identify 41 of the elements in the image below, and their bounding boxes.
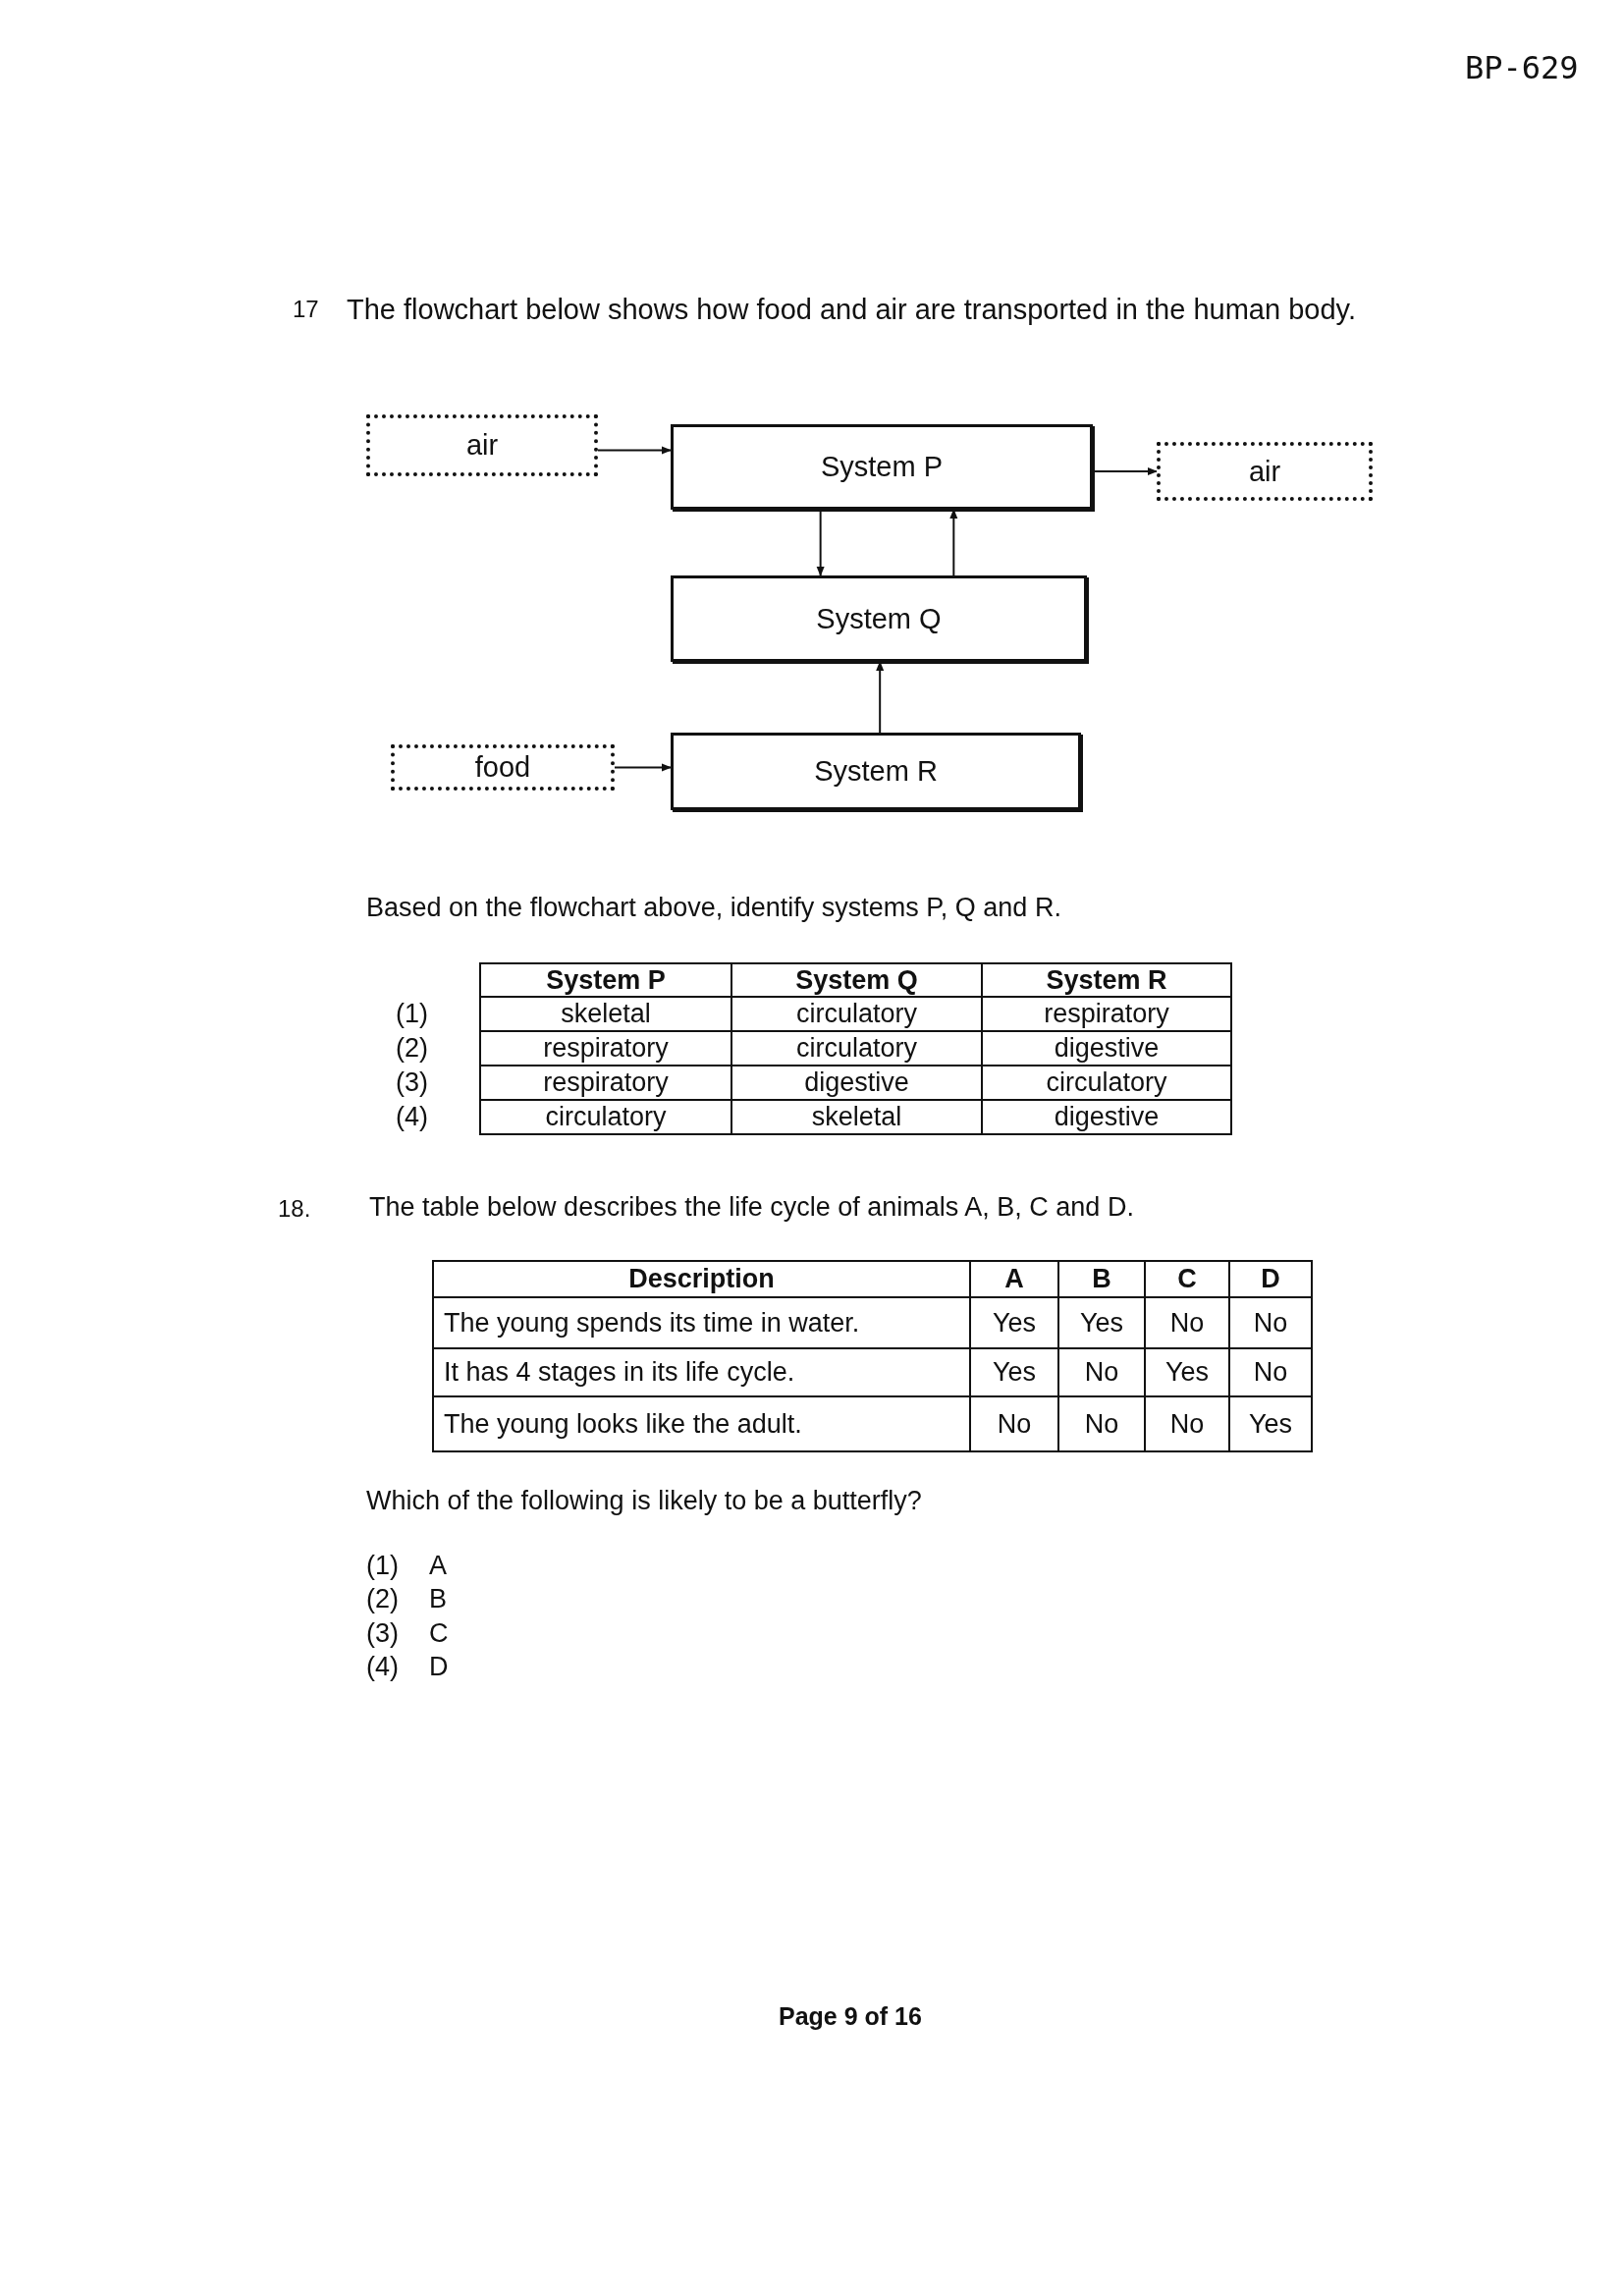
question-text: Which of the following is likely to be a butterfly? [366,1487,922,1516]
arrow [1092,467,1158,475]
system-box: System R [671,733,1081,810]
question-text: The table below describes the life cycle of animals A, B, C and D. [369,1193,1134,1223]
option-letter: C [429,1619,449,1649]
table-cell: Yes [1228,1395,1313,1452]
question-text: Based on the flowchart above, identify systems P, Q and R. [366,894,1061,923]
arrow [816,509,825,576]
arrow [597,446,672,455]
option-number: (2) [396,1034,428,1064]
arrow [876,661,885,734]
page-number: Page 9 of 16 [779,2003,922,2031]
option-letter: B [429,1585,447,1614]
option-number: (2) [366,1585,399,1614]
table-header-cell: System P [479,962,732,998]
page-code: BP-629 [1465,51,1579,86]
system-box: System Q [671,575,1087,662]
table-header-cell: Description [432,1260,971,1298]
system-box: System P [671,424,1093,510]
substance-box: food [391,744,615,791]
table-header-cell: D [1228,1260,1313,1298]
question-number: 18. [278,1196,311,1223]
question-text: The flowchart below shows how food and air are transported in the human body. [347,295,1356,326]
table-cell: The young looks like the adult. [432,1395,971,1452]
table-cell: circulatory [479,1099,732,1135]
table-cell: digestive [981,1099,1232,1135]
option-number: (3) [366,1619,399,1649]
arrow [614,763,672,772]
option-letter: D [429,1653,449,1682]
option-number: (4) [366,1653,399,1682]
table-header-cell: System Q [731,962,983,998]
arrow [949,509,958,576]
option-number: (1) [396,1000,428,1029]
substance-box: air [1157,442,1373,501]
table-header-cell: System R [981,962,1232,998]
option-number: (1) [366,1552,399,1581]
option-letter: A [429,1552,447,1581]
question-number: 17 [293,297,319,323]
option-number: (4) [396,1103,428,1132]
option-number: (3) [396,1068,428,1098]
substance-box: air [366,414,598,476]
